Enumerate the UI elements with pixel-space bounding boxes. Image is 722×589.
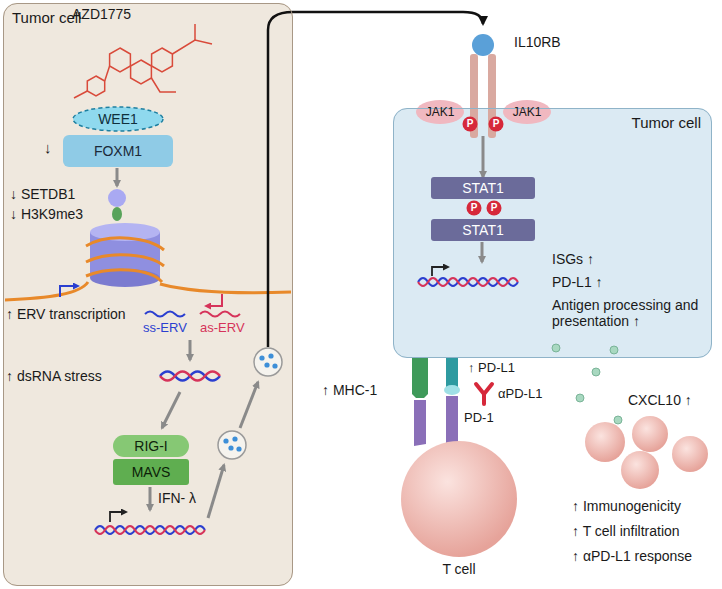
drug-structure bbox=[74, 24, 212, 98]
ss-strand bbox=[145, 312, 185, 317]
antibody bbox=[476, 384, 492, 404]
cell-panel: Tumor cellWEE1FOXM1RIG-I MAVS bbox=[3, 3, 293, 586]
sense-arrow bbox=[60, 286, 78, 297]
wee1-oval: WEE1 bbox=[71, 105, 165, 133]
arrow bbox=[240, 382, 258, 428]
dna-helix bbox=[418, 278, 518, 286]
node-label: Tumor cell bbox=[12, 9, 81, 26]
secretion-line bbox=[268, 12, 293, 347]
dsrna bbox=[160, 372, 220, 381]
phospho-mark: P bbox=[463, 116, 477, 132]
stat1-box: STAT1 bbox=[431, 177, 535, 199]
node-label: WEE1 bbox=[98, 111, 138, 127]
t-cell: T cell bbox=[400, 440, 518, 558]
node-label: STAT1 bbox=[462, 222, 504, 238]
dna-helix bbox=[418, 278, 518, 286]
text-label: ↑ dsRNA stress bbox=[6, 368, 102, 384]
node-label: Tumor cell bbox=[632, 114, 701, 131]
stat1-box: STAT1 bbox=[431, 219, 535, 241]
text-label: Antigen processing and presentation ↑ bbox=[552, 297, 702, 329]
mhc-tcr bbox=[412, 358, 428, 446]
text-label: CXCL10 ↑ bbox=[628, 392, 692, 408]
arrow bbox=[149, 487, 152, 510]
promoter-arrow bbox=[110, 512, 126, 522]
node-label: IL10RB bbox=[514, 34, 561, 50]
promoter-arrow bbox=[432, 267, 448, 276]
arrow bbox=[162, 392, 180, 428]
text-label: ISGs ↑ bbox=[552, 251, 594, 267]
pdl1-pd1 bbox=[444, 358, 460, 444]
dna-helix bbox=[95, 526, 205, 534]
cell-fill bbox=[3, 3, 293, 586]
mavs-box: MAVS bbox=[113, 459, 189, 485]
phospho-mark: P bbox=[487, 200, 501, 216]
arrow bbox=[481, 242, 484, 262]
cxcl10-dots bbox=[552, 344, 622, 424]
t-cells bbox=[585, 416, 708, 489]
text-label: αPD-L1 bbox=[498, 386, 542, 402]
protein-box: FOXM1 bbox=[63, 135, 173, 167]
dna-helix bbox=[95, 526, 205, 534]
text-label: ↑ αPD-L1 response bbox=[572, 548, 692, 564]
text-label: IFN- λ bbox=[158, 490, 196, 506]
text-label: PD-1 bbox=[464, 410, 494, 426]
text-label: ↑ PD-L1 bbox=[468, 360, 515, 376]
cell-fill bbox=[393, 108, 712, 358]
t-cell-circle bbox=[400, 440, 518, 558]
rig-i-oval: RIG-I bbox=[113, 435, 189, 457]
text-label: ↓ H3K9me3 bbox=[10, 206, 83, 222]
setdb1-ball bbox=[108, 189, 126, 207]
text-label: AZD1775 bbox=[72, 6, 131, 22]
text-label: ↓ bbox=[44, 140, 52, 156]
receptor bbox=[416, 34, 551, 216]
text-label: JAK1 bbox=[503, 104, 551, 120]
dsrna bbox=[160, 372, 220, 381]
arrow bbox=[116, 168, 119, 186]
arrow bbox=[208, 465, 224, 518]
connector-arrow bbox=[482, 136, 485, 177]
text-label: JAK1 bbox=[416, 104, 464, 120]
text-label: ↑ MHC-1 bbox=[322, 382, 377, 398]
text-label: PD-L1 ↑ bbox=[552, 274, 603, 290]
nucleosome bbox=[5, 223, 291, 300]
mark bbox=[112, 207, 122, 221]
vesicle bbox=[218, 348, 282, 459]
text-label: ↑ Immunogenicity bbox=[572, 498, 681, 514]
as-strand bbox=[200, 312, 240, 317]
connector-arrow bbox=[293, 12, 483, 24]
node-label: T cell bbox=[400, 561, 518, 577]
phospho-mark: P bbox=[467, 200, 481, 216]
phospho-mark: P bbox=[489, 116, 503, 132]
text-label: ↓ SETDB1 bbox=[10, 186, 75, 202]
text-label: ss-ERV bbox=[143, 320, 187, 336]
arrow bbox=[189, 340, 192, 360]
node-label: STAT1 bbox=[462, 180, 504, 196]
text-label: ↑ T cell infiltration bbox=[572, 523, 680, 539]
node-label: MAVS bbox=[132, 464, 171, 480]
text-label: as-ERV bbox=[200, 320, 245, 336]
node-label: FOXM1 bbox=[94, 143, 142, 159]
antisense-arrow bbox=[206, 294, 222, 306]
text-label: ↑ ERV transcription bbox=[6, 306, 126, 322]
node-label: RIG-I bbox=[134, 438, 167, 454]
